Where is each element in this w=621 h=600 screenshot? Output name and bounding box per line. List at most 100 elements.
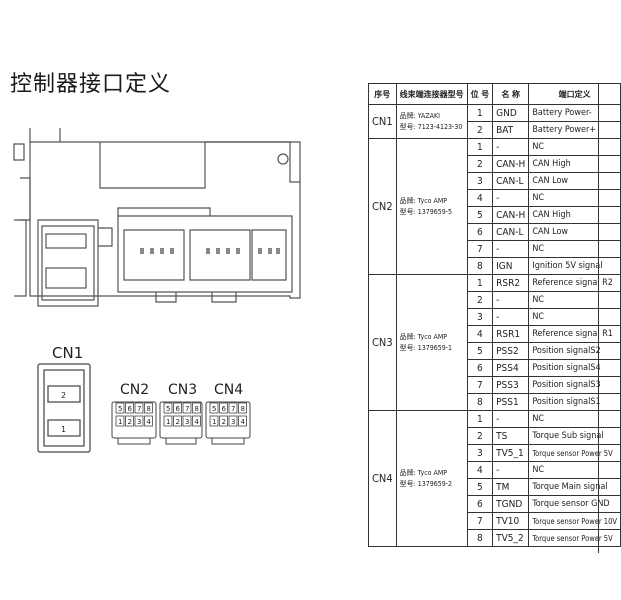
pin-cell: 1 [466,138,494,156]
cn-pin-number: 6 [176,405,181,413]
name-cell: PSS3 [492,376,530,394]
cn1-pin-2: 2 [61,391,66,400]
name-cell: - [492,308,530,326]
definition-cell: NC [528,410,621,428]
pin-cell: 2 [466,427,494,445]
definition-cell: Battery Power- [528,104,621,122]
cn-pin-box [238,402,247,414]
cn-pin-box [182,402,192,414]
cn-pin-box [144,415,153,427]
name-cell: CAN-H [492,155,530,173]
cn-pin-box [209,402,219,414]
cn-pin-number: 8 [241,405,245,413]
name-cell: PSS1 [492,393,530,411]
pin-cell: 1 [466,410,494,428]
cn-pin-number: 7 [231,405,235,413]
cn-pin-number: 6 [128,405,133,413]
cn2-cn3-cn4-connectors [111,401,251,445]
cn-pin-number: 6 [222,405,227,413]
cn-pin-box [173,402,182,414]
cn-pin-box [125,415,134,427]
definition-cell: Position signalS3 [528,376,621,394]
cn2-connector [111,401,157,439]
cn-cell: CN4 [368,410,397,547]
cn-pin-number: 4 [241,418,246,426]
cn1-pin-1: 1 [61,425,66,434]
pin-cell: 3 [466,172,494,190]
cn-pin-number: 2 [176,418,180,426]
cn-pin-number: 5 [212,405,216,413]
definition-cell: Position signalS1 [528,393,621,411]
pin-cell: 2 [466,155,494,173]
cn-pin-box [163,402,173,414]
name-cell: TV5_2 [492,529,530,547]
pin-cell: 5 [466,478,494,496]
connector-model-line: 型号: 1379659-2 [399,479,453,488]
cn-pin-number: 2 [128,418,132,426]
cn3-label: CN3 [168,382,197,398]
pin-cell: 1 [466,104,494,122]
name-cell: BAT [492,121,530,139]
definition-cell: CAN Low [528,223,621,241]
definition-cell: Battery Power+ [528,121,621,139]
cn4-label: CN4 [214,382,243,398]
connector-model-line: 型号: 1379659-5 [399,207,453,216]
cn-pin-box [115,415,125,427]
cn-pin-number: 4 [147,418,152,426]
pin-cell: 5 [466,206,494,224]
pin-cell: 8 [466,393,494,411]
name-cell: PSS4 [492,359,530,377]
cn-pin-box [209,415,219,427]
definition-cell: NC [528,461,621,479]
cn-pin-box [192,415,201,427]
definition-cell: Position signalS4 [528,359,621,377]
cn4-connector [205,401,251,439]
name-cell: TV5_1 [492,444,530,462]
pin-cell: 2 [466,121,494,139]
header-name: 名 称 [492,83,530,105]
pin-cell: 2 [466,291,494,309]
cn-pin-box [228,402,238,414]
name-cell: GND [492,104,530,122]
pin-cell: 6 [466,223,494,241]
definition-cell: Position signalS2 [528,342,621,360]
pin-cell: 6 [466,359,494,377]
cn-pin-box [144,402,153,414]
cn1-label: CN1 [52,344,83,362]
cn-cell: CN1 [368,104,397,139]
name-cell: TS [492,427,530,445]
cn-pin-box [163,415,173,427]
cn-pin-box [238,415,247,427]
pin-cell: 8 [466,257,494,275]
pin-cell: 4 [466,189,494,207]
page-title: 控制器接口定义 [10,72,172,97]
pin-cell: 4 [466,461,494,479]
name-cell: - [492,189,530,207]
pin-cell: 8 [466,529,494,547]
definition-cell: Ignition 5V signal [528,257,621,275]
header-connector: 线束端连接器型号 [395,83,468,105]
cn-pin-box [134,402,144,414]
definition-cell: CAN High [528,155,621,173]
connector-model-line: 品牌: Tyco AMP [399,332,448,341]
name-cell: - [492,410,530,428]
definition-cell: CAN High [528,206,621,224]
cn-pin-box [219,402,228,414]
pin-cell: 7 [466,376,494,394]
cn-pin-number: 3 [231,418,235,426]
name-cell: RSR2 [492,274,530,292]
pin-cell: 4 [466,325,494,343]
